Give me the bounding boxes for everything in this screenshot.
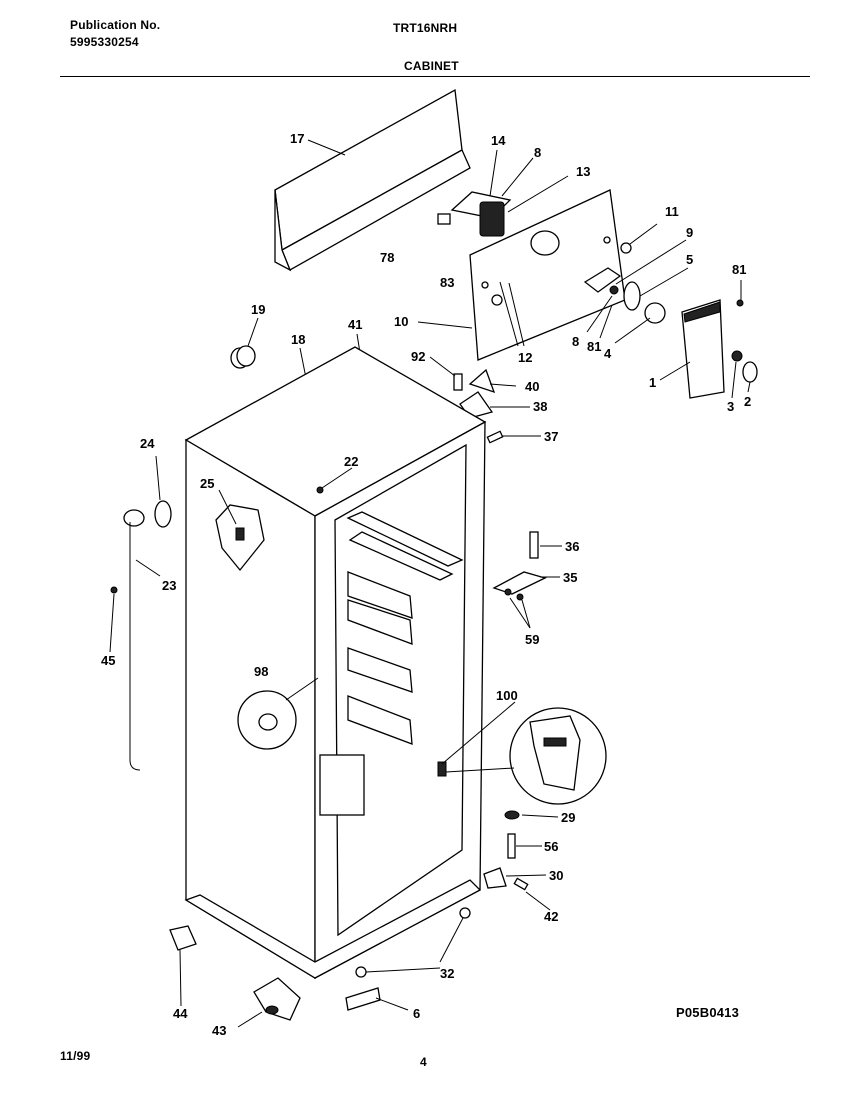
leveling-leg-part bbox=[169, 925, 381, 1021]
callout-44: 44 bbox=[173, 1006, 188, 1021]
callout-2: 2 bbox=[744, 394, 751, 409]
callout-6: 6 bbox=[413, 1006, 420, 1021]
fan-motor-part bbox=[583, 242, 666, 324]
control-bracket-part bbox=[437, 191, 512, 237]
hinge-cover-left-part bbox=[215, 504, 265, 572]
publication-number: 5995330254 bbox=[70, 35, 139, 49]
model-number: TRT16NRH bbox=[393, 21, 458, 35]
callout-13: 13 bbox=[576, 164, 590, 179]
callout-4: 4 bbox=[604, 346, 612, 361]
callout-42: 42 bbox=[544, 909, 558, 924]
callout-14: 14 bbox=[491, 133, 506, 148]
callout-22: 22 bbox=[344, 454, 358, 469]
callout-30: 30 bbox=[549, 868, 563, 883]
callout-11: 11 bbox=[665, 204, 679, 219]
header-rule bbox=[60, 76, 810, 77]
callout-24: 24 bbox=[140, 436, 155, 451]
callout-43: 43 bbox=[212, 1023, 226, 1038]
callout-32: 32 bbox=[440, 966, 454, 981]
lower-hinge-part bbox=[483, 810, 529, 891]
callout-35: 35 bbox=[563, 570, 577, 585]
callout-12: 12 bbox=[518, 350, 532, 365]
callout-78: 78 bbox=[380, 250, 394, 265]
callout-83: 83 bbox=[440, 275, 454, 290]
drawing-id: P05B0413 bbox=[676, 1005, 740, 1020]
callout-37: 37 bbox=[544, 429, 558, 444]
cabinet-shell bbox=[184, 346, 487, 980]
footer-page: 4 bbox=[420, 1055, 427, 1069]
air-diffuser-part bbox=[681, 299, 758, 399]
footer-date: 11/99 bbox=[60, 1049, 91, 1063]
callout-8: 8 bbox=[534, 145, 541, 160]
callout-23: 23 bbox=[162, 578, 176, 593]
callout-8-lower: 8 bbox=[572, 334, 579, 349]
callout-36: 36 bbox=[565, 539, 579, 554]
callout-41: 41 bbox=[348, 317, 362, 332]
callout-18: 18 bbox=[291, 332, 305, 347]
center-hinge-part bbox=[492, 531, 547, 601]
callout-98: 98 bbox=[254, 664, 268, 679]
callout-59: 59 bbox=[525, 632, 539, 647]
hinge-pin-part bbox=[110, 500, 172, 771]
callout-5: 5 bbox=[686, 252, 693, 267]
callout-92: 92 bbox=[411, 349, 425, 364]
callout-17: 17 bbox=[290, 131, 304, 146]
callout-10: 10 bbox=[394, 314, 408, 329]
plug-part bbox=[459, 907, 471, 919]
callout-9: 9 bbox=[686, 225, 693, 240]
shelf-supports bbox=[319, 511, 464, 816]
callout-81: 81 bbox=[732, 262, 746, 277]
callout-19: 19 bbox=[251, 302, 265, 317]
callout-81-lower: 81 bbox=[587, 339, 601, 354]
callout-29: 29 bbox=[561, 810, 575, 825]
publication-label: Publication No. bbox=[70, 18, 161, 32]
foot-cap-part bbox=[230, 345, 256, 369]
callout-45: 45 bbox=[101, 653, 115, 668]
callout-40: 40 bbox=[525, 379, 539, 394]
callout-38: 38 bbox=[533, 399, 547, 414]
section-title: CABINET bbox=[404, 59, 459, 73]
callout-3: 3 bbox=[727, 399, 734, 414]
top-trim-part bbox=[274, 88, 471, 272]
plug-button-part bbox=[237, 690, 297, 750]
plug-part bbox=[355, 966, 367, 978]
callout-100: 100 bbox=[496, 688, 518, 703]
callout-25: 25 bbox=[200, 476, 214, 491]
callout-56: 56 bbox=[544, 839, 558, 854]
latch-part bbox=[437, 707, 607, 805]
callout-1: 1 bbox=[649, 375, 656, 390]
